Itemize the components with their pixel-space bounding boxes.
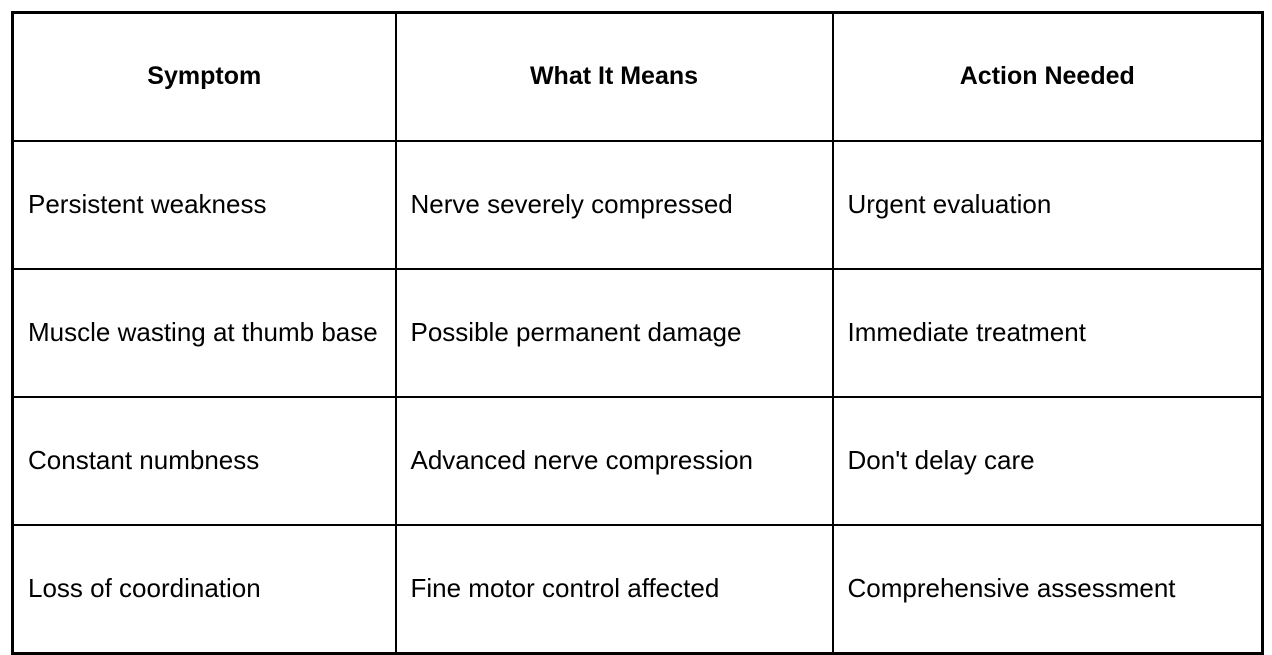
cell-action: Immediate treatment <box>831 268 1264 398</box>
table-row: Constant numbness Advanced nerve compres… <box>11 396 1264 526</box>
cell-symptom: Persistent weakness <box>11 140 397 270</box>
table-row: Persistent weakness Nerve severely compr… <box>11 140 1264 270</box>
cell-meaning: Fine motor control affected <box>394 524 834 655</box>
cell-meaning: Possible permanent damage <box>394 268 834 398</box>
cell-action: Urgent evaluation <box>831 140 1264 270</box>
cell-symptom: Muscle wasting at thumb base <box>11 268 397 398</box>
symptom-table: Symptom What It Means Action Needed Pers… <box>11 11 1264 655</box>
page-canvas: Symptom What It Means Action Needed Pers… <box>11 11 1264 655</box>
table-body: Persistent weakness Nerve severely compr… <box>11 140 1264 655</box>
column-header-what-it-means: What It Means <box>394 11 834 142</box>
table-row: Muscle wasting at thumb base Possible pe… <box>11 268 1264 398</box>
column-header-action-needed: Action Needed <box>831 11 1264 142</box>
cell-meaning: Advanced nerve compression <box>394 396 834 526</box>
table-row: Loss of coordination Fine motor control … <box>11 524 1264 655</box>
table-header: Symptom What It Means Action Needed <box>11 11 1264 142</box>
column-header-symptom: Symptom <box>11 11 397 142</box>
cell-action: Don't delay care <box>831 396 1264 526</box>
table-header-row: Symptom What It Means Action Needed <box>11 11 1264 142</box>
cell-meaning: Nerve severely compressed <box>394 140 834 270</box>
cell-symptom: Constant numbness <box>11 396 397 526</box>
cell-symptom: Loss of coordination <box>11 524 397 655</box>
cell-action: Comprehensive assessment <box>831 524 1264 655</box>
